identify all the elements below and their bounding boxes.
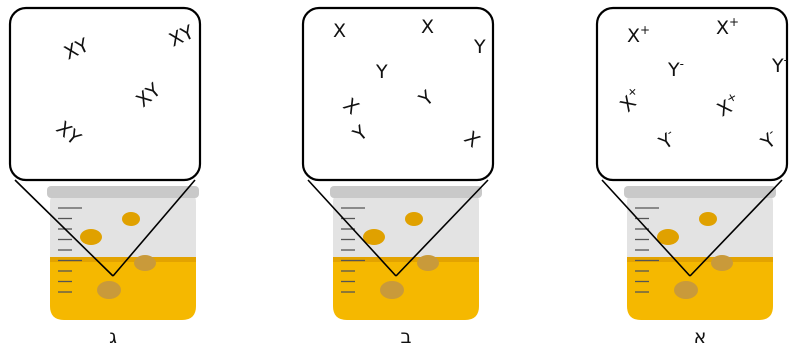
bubble <box>405 212 423 226</box>
particle-symbol: Y <box>771 55 784 77</box>
bubble <box>674 281 698 299</box>
panel-label: א <box>694 326 707 348</box>
particle-symbol: X <box>421 16 434 38</box>
bubble <box>417 255 439 271</box>
beaker <box>47 186 199 320</box>
particle-symbol: Y <box>667 59 680 81</box>
particle-symbol: Y <box>473 36 486 58</box>
beaker-rim <box>47 186 199 198</box>
particle-symbol: Y <box>375 61 388 83</box>
liquid-surface <box>627 257 773 262</box>
particle-symbol: X <box>716 17 729 39</box>
particle-symbol: X <box>627 25 640 47</box>
particle-charge: - <box>680 57 684 71</box>
bubble <box>134 255 156 271</box>
bubble <box>711 255 733 271</box>
liquid-surface <box>333 257 479 262</box>
beaker <box>624 186 776 320</box>
liquid-surface <box>50 257 196 262</box>
liquid <box>50 257 196 320</box>
beaker-rim <box>624 186 776 198</box>
bubble <box>80 229 102 245</box>
beaker <box>330 186 482 320</box>
bubble <box>122 212 140 226</box>
beaker-rim <box>330 186 482 198</box>
panel-label: ג <box>109 326 117 348</box>
bubble <box>97 281 121 299</box>
particle: Y <box>375 61 388 83</box>
bubble <box>380 281 404 299</box>
particle-charge: - <box>784 53 788 67</box>
particle-charge: + <box>729 15 739 29</box>
zoom-box <box>303 8 493 180</box>
particle-symbol: X <box>333 20 346 42</box>
panel-label: ב <box>401 326 412 348</box>
bubble <box>699 212 717 226</box>
particle: Y <box>473 36 486 58</box>
particle-charge: + <box>640 23 650 37</box>
particle: X <box>333 20 346 42</box>
panel-3: X+X+Y-Y-X+X+Y-Y-א <box>597 8 788 348</box>
particle: X <box>421 16 434 38</box>
